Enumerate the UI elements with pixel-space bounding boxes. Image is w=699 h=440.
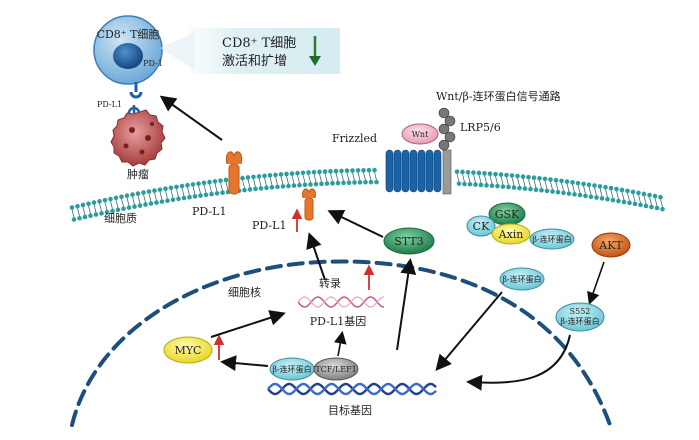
tumor-label: 肿瘤 bbox=[127, 167, 149, 181]
akt-arrow bbox=[587, 261, 605, 306]
free-bcat-label: β-连环蛋白 bbox=[502, 274, 541, 284]
transcription-arrow bbox=[306, 232, 326, 281]
mrna bbox=[297, 296, 385, 308]
callout-line1: CD8⁺ T细胞 bbox=[222, 36, 296, 51]
pd1-label: PD-1 bbox=[143, 59, 163, 68]
cell-membrane bbox=[69, 167, 665, 222]
lrp-receptor bbox=[438, 107, 456, 195]
myc-to-gene-arrow bbox=[210, 310, 286, 338]
t-cell-label: CD8⁺ T细胞 bbox=[97, 28, 160, 41]
tcf-bcat-label: β-连环蛋白 bbox=[272, 364, 311, 374]
free-bcat: β-连环蛋白 bbox=[499, 267, 545, 291]
myc: MYC bbox=[163, 334, 225, 364]
gene-to-stt3-arrow bbox=[396, 258, 417, 351]
membrane-pdl1: PD-L1 bbox=[192, 151, 243, 218]
akt-label: AKT bbox=[598, 239, 623, 252]
wnt-pathway-title: Wnt/β-连环蛋白信号通路 bbox=[436, 89, 561, 103]
cyto-pdl1-label: PD-L1 bbox=[252, 219, 286, 232]
tcf-to-gene-arrow bbox=[333, 330, 347, 357]
ck-label: CK bbox=[473, 220, 490, 233]
wnt-ligand: Wnt bbox=[401, 123, 439, 145]
stt3-label: STT3 bbox=[394, 235, 423, 248]
gsk-label: GSK bbox=[495, 208, 520, 221]
phospho-bcat-arrow bbox=[466, 334, 571, 391]
callout-line2: 激活和扩增 bbox=[222, 54, 287, 69]
pdl1-gene-label: PD-L1基因 bbox=[310, 315, 366, 328]
complex-bcat-label: β-连环蛋白 bbox=[532, 234, 571, 244]
akt: AKT bbox=[591, 232, 631, 258]
free-bcat-arrow bbox=[435, 291, 503, 372]
membrane-pdl1-label: PD-L1 bbox=[192, 205, 226, 218]
phospho-bcat: S552 β-连环蛋白 bbox=[555, 302, 605, 332]
wnt-label: Wnt bbox=[412, 130, 429, 139]
s552-label: S552 bbox=[570, 307, 591, 316]
frizzled-label: Frizzled bbox=[332, 132, 377, 145]
phospho-bcat-label: β-连环蛋白 bbox=[560, 316, 599, 326]
target-gene-label: 目标基因 bbox=[328, 403, 372, 417]
destruction-complex: GSK CK Axin β-连环蛋白 bbox=[466, 202, 575, 250]
tcf-label: TCF/LEF1 bbox=[315, 365, 357, 374]
nucleus-label: 细胞核 bbox=[228, 285, 261, 299]
stt3: STT3 bbox=[383, 227, 435, 255]
stt3-to-pdl1-arrow bbox=[327, 209, 384, 238]
tumor: PD-L1 肿瘤 bbox=[97, 100, 166, 181]
tcf-complex: β-连环蛋白 TCF/LEF1 bbox=[269, 357, 359, 381]
axin-label: Axin bbox=[498, 228, 524, 241]
frizzled-receptor bbox=[385, 149, 442, 193]
transcription-label: 转录 bbox=[319, 276, 341, 290]
pdl1-to-tumor-arrow bbox=[159, 95, 223, 141]
t-cell: CD8⁺ T细胞 PD-1 bbox=[93, 15, 163, 99]
target-dna bbox=[267, 382, 437, 396]
nuclear-envelope bbox=[70, 259, 612, 427]
down-arrow-icon bbox=[309, 56, 321, 66]
cytoplasm-pdl1: PD-L1 bbox=[252, 188, 316, 232]
tumor-pdl1-label: PD-L1 bbox=[97, 100, 122, 109]
lrp-label: LRP5/6 bbox=[460, 121, 501, 134]
tcf-to-myc-arrow bbox=[220, 355, 269, 372]
myc-label: MYC bbox=[175, 344, 202, 357]
t-cell-activation-callout: CD8⁺ T细胞 激活和扩增 bbox=[160, 28, 340, 74]
cytoplasm-label: 细胞质 bbox=[104, 212, 137, 225]
